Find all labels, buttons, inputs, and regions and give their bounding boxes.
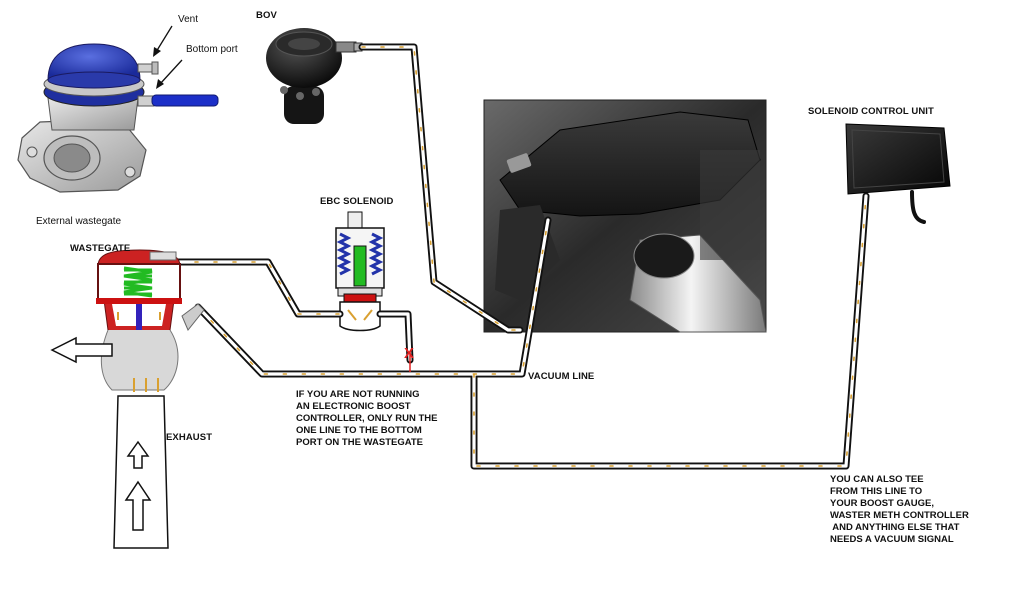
note-line: FROM THIS LINE TO	[830, 486, 923, 497]
note-line: YOUR BOOST GAUGE,	[830, 498, 934, 509]
engine-intake-illustration	[483, 99, 767, 333]
wastegate-cutaway-illustration	[96, 249, 205, 392]
note-line: IF YOU ARE NOT RUNNING	[296, 389, 420, 400]
solenoid-control-unit-illustration	[845, 123, 951, 224]
vacuum-hoses	[172, 43, 870, 470]
note-line: WASTER METH CONTROLLER	[830, 510, 969, 521]
exhaust-outlet-arrow-icon	[50, 336, 113, 364]
label-solenoid-control-unit: SOLENOID CONTROL UNIT	[808, 106, 934, 117]
bov-illustration	[266, 28, 363, 124]
note-line: AN ELECTRONIC BOOST	[296, 401, 411, 412]
label-bov: BOV	[256, 10, 277, 21]
label-wastegate: WASTEGATE	[70, 243, 131, 254]
label-vacuum-line: VACUUM LINE	[528, 371, 595, 382]
note-line: CONTROLLER, ONLY RUN THE	[296, 413, 438, 424]
label-vent: Vent	[178, 14, 199, 25]
label-external-wastegate: External wastegate	[36, 216, 122, 227]
note-line: ONE LINE TO THE BOTTOM	[296, 425, 422, 436]
note-line: AND ANYTHING ELSE THAT	[830, 522, 960, 533]
label-bottom-port: Bottom port	[186, 44, 238, 55]
label-exhaust: EXHAUST	[166, 432, 213, 443]
note-line: NEEDS A VACUUM SIGNAL	[830, 534, 954, 545]
note-tee-line: YOU CAN ALSO TEE FROM THIS LINE TO YOUR …	[830, 474, 969, 546]
note-line: YOU CAN ALSO TEE	[830, 474, 924, 485]
note-no-ebc: IF YOU ARE NOT RUNNING AN ELECTRONIC BOO…	[296, 389, 437, 449]
note-line: PORT ON THE WASTEGATE	[296, 437, 424, 448]
ebc-solenoid-illustration	[335, 211, 385, 332]
external-wastegate-illustration	[17, 25, 219, 193]
line-block-marker: X	[404, 345, 414, 362]
exhaust-pipe-illustration	[113, 395, 169, 549]
label-ebc-solenoid: EBC SOLENOID	[320, 196, 394, 207]
